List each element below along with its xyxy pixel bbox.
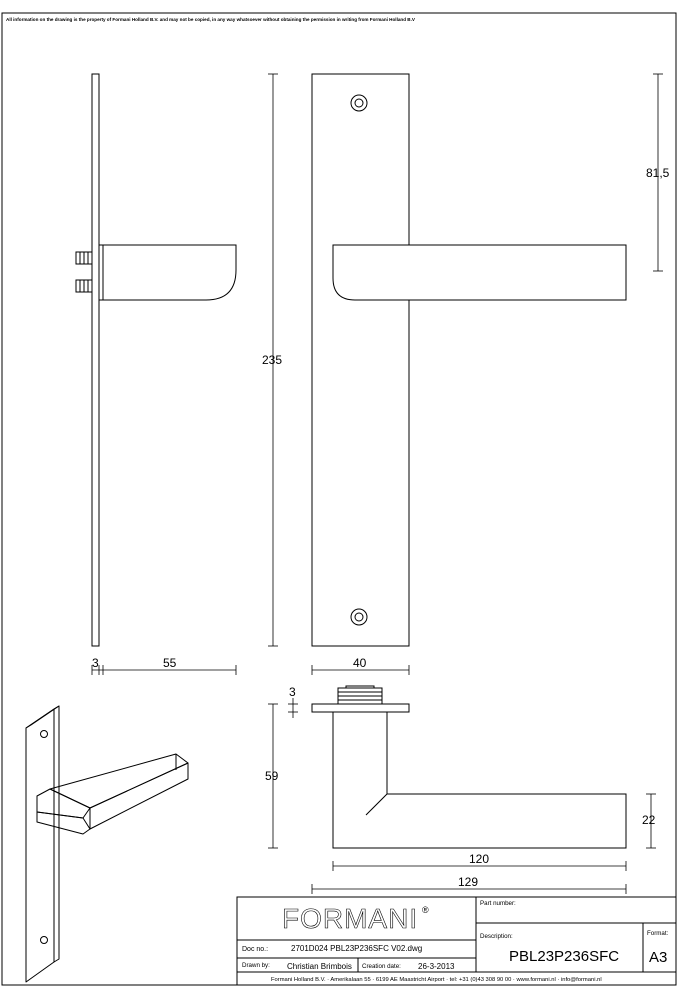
title-block-frame — [236, 896, 677, 986]
dim-55-label: 55 — [163, 656, 177, 670]
part-number-label: Part number: — [480, 900, 516, 907]
dim-120-label: 120 — [469, 852, 489, 866]
iso-screw-hole-bottom — [40, 936, 48, 944]
screw-hole-top-inner — [354, 98, 364, 108]
dim-81-5-label: 81,5 — [646, 166, 670, 180]
format-value: A3 — [649, 949, 667, 966]
iso-plate-side — [53, 705, 60, 963]
spindle-screw-top — [75, 251, 93, 265]
dimension-total-length — [311, 884, 627, 894]
dim-rose-3-label: 3 — [289, 685, 296, 699]
drawn-by-label: Drawn by: — [242, 962, 270, 969]
creation-date-value: 26-3-2013 — [418, 962, 455, 971]
creation-date-label: Creation date: — [362, 963, 401, 970]
dimension-handle-offset — [653, 73, 663, 272]
iso-screw-hole-top — [40, 730, 48, 738]
dim-22-label: 22 — [642, 813, 656, 827]
dim-235-label: 235 — [262, 353, 282, 367]
iso-lever-front — [36, 811, 91, 835]
formani-logo: FORMANI — [282, 903, 418, 934]
dimension-lever-thickness — [646, 793, 656, 849]
screw-hole-top-outer — [350, 94, 368, 112]
iso-lever-base — [36, 788, 91, 819]
screw-hole-bottom-inner — [354, 612, 364, 622]
front-lever — [332, 244, 627, 301]
dimension-plate-height — [268, 73, 278, 647]
side-plate — [91, 73, 100, 647]
iso-plate-front — [25, 708, 55, 983]
dimension-rose-thickness — [288, 698, 298, 718]
top-lever-bevel — [365, 793, 388, 816]
doc-no-label: Doc no.: — [242, 946, 268, 953]
description-label: Description: — [480, 933, 513, 940]
dim-129-label: 129 — [458, 875, 478, 889]
title-block — [236, 896, 677, 986]
dimension-lever-height — [268, 703, 278, 849]
dimension-lever-length — [332, 861, 627, 871]
front-plate — [311, 73, 410, 647]
registered-mark: ® — [422, 905, 429, 915]
dim-3-label: 3 — [92, 656, 99, 670]
dim-40-label: 40 — [353, 656, 367, 670]
copyright-notice: All information on the drawing is the pr… — [6, 17, 416, 22]
spindle-screw-bottom — [75, 279, 93, 293]
screw-hole-bottom-outer — [350, 608, 368, 626]
front-view — [311, 73, 627, 647]
top-view — [311, 685, 627, 849]
top-spindle-cap — [345, 685, 375, 689]
dim-59-label: 59 — [265, 769, 279, 783]
company-footer: Formani Holland B.V. · Amerikalaan 55 · … — [271, 977, 602, 983]
drawn-by-value: Christian Brimbois — [287, 962, 352, 971]
iso-lever-top — [49, 753, 189, 809]
dimension-plate-width — [311, 665, 410, 675]
side-lever — [102, 244, 237, 301]
iso-lever-side — [89, 762, 189, 830]
isometric-view — [25, 705, 189, 983]
side-view — [75, 73, 237, 647]
top-plate — [311, 703, 410, 713]
format-label: Format: — [647, 930, 669, 937]
top-lever — [332, 711, 627, 849]
doc-no-value: 2701D024 PBL23P236SFC V02.dwg — [291, 944, 422, 953]
dimension-side-widths — [91, 665, 237, 675]
description-value: PBL23P236SFC — [509, 948, 619, 965]
